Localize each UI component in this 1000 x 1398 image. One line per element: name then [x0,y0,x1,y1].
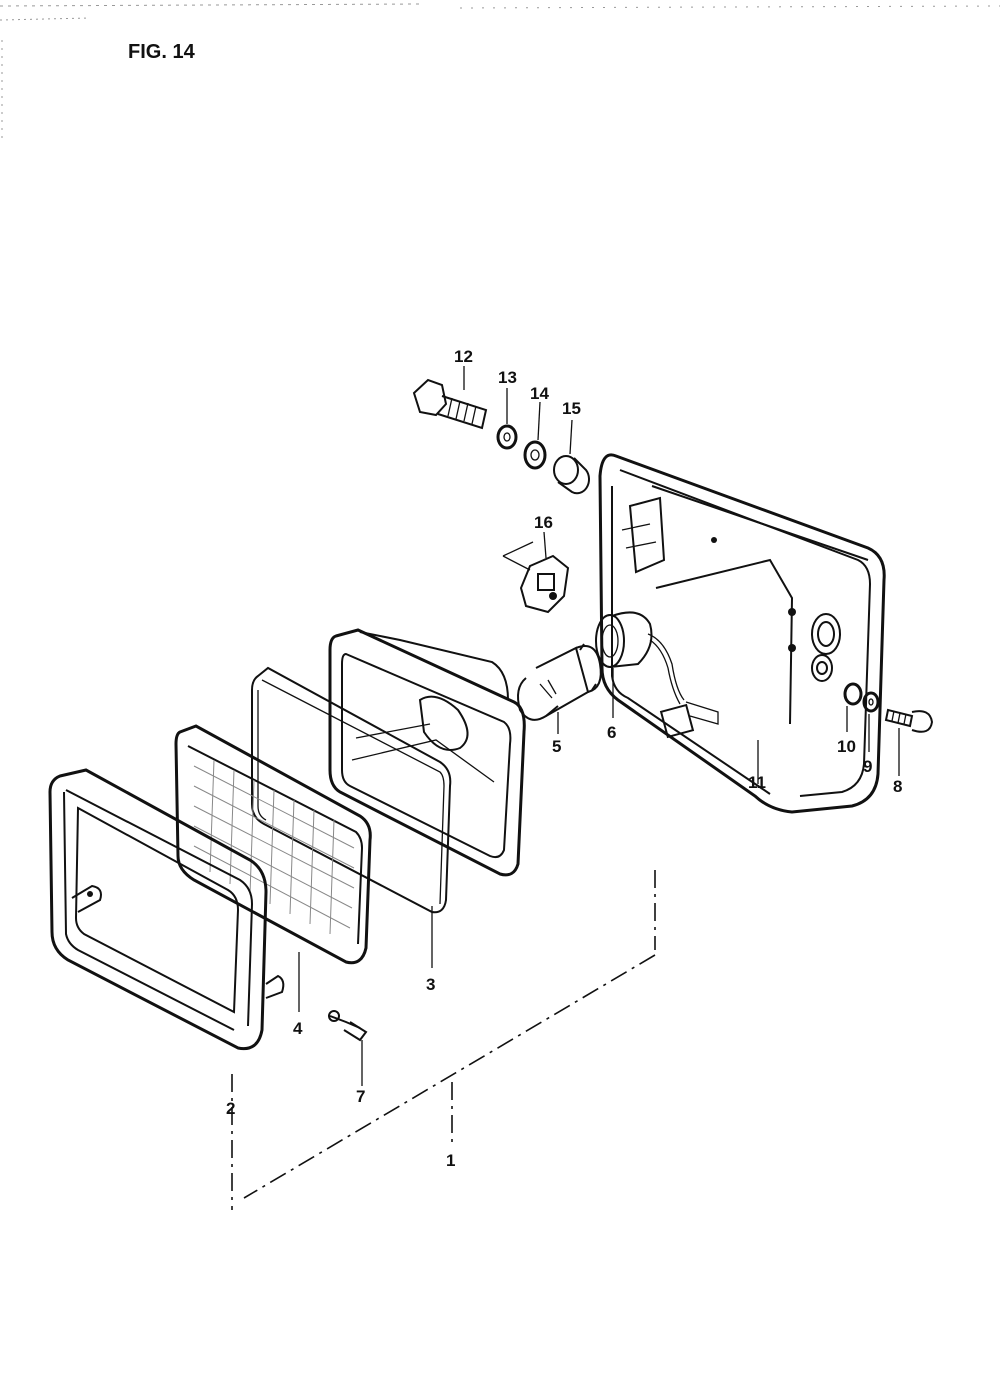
callout-12: 12 [454,347,473,366]
part-5-bulb [517,643,602,721]
callout-1: 1 [446,1151,455,1170]
part-4-lens [174,724,372,965]
part-15-bushing [553,455,590,495]
callout-2: 2 [226,1099,235,1118]
part-11-housing [598,453,886,814]
callout-4: 4 [293,1019,303,1038]
part-2-outer-bezel [48,768,285,1051]
callout-9: 9 [863,757,872,776]
callout-14: 14 [530,384,549,403]
callout-8: 8 [893,777,902,796]
callout-16: 16 [534,513,553,532]
leader-lines [231,366,900,1210]
callout-labels: 12 13 14 15 16 5 6 11 10 9 8 3 4 7 2 1 [226,347,902,1170]
callout-7: 7 [356,1087,365,1106]
callout-11: 11 [748,773,766,792]
part-9-washer [862,691,880,713]
part-7-screw [328,1010,368,1042]
figure-title: FIG. 14 [128,41,196,63]
part-14-washer [523,440,547,470]
part-16-socket-plate [502,541,570,614]
callout-10: 10 [837,737,856,756]
callout-5: 5 [552,737,561,756]
part-12-bolt [412,378,488,430]
callout-15: 15 [562,399,581,418]
lens-pattern [193,759,355,935]
part-10-washer [843,682,863,706]
callout-3: 3 [426,975,435,994]
scan-noise [0,3,1000,140]
part-8-screw [884,708,934,733]
part-6-socket [595,611,719,739]
part-13-washer [496,424,518,450]
callout-6: 6 [607,723,616,742]
callout-13: 13 [498,368,517,387]
